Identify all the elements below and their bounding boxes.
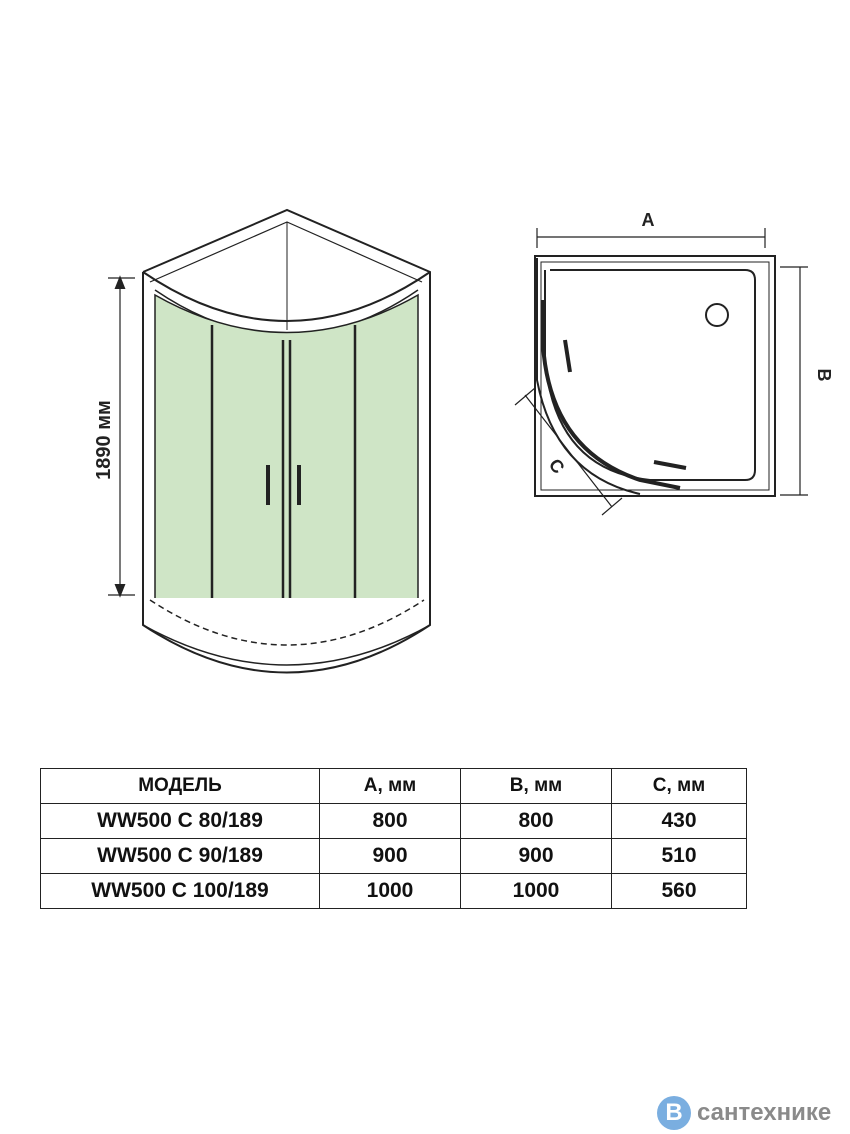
shower-plan xyxy=(514,228,808,516)
shower-perspective xyxy=(108,208,431,674)
dimensions-table: МОДЕЛЬ A, мм B, мм C, мм WW500 C 80/189 … xyxy=(40,768,747,909)
cell-c: 560 xyxy=(611,873,747,909)
cell-c: 510 xyxy=(611,838,747,874)
cell-a: 900 xyxy=(319,838,461,874)
header-b: B, мм xyxy=(460,768,612,804)
cell-model: WW500 C 100/189 xyxy=(40,873,320,909)
table-row: WW500 C 90/189 900 900 510 xyxy=(40,838,747,874)
cell-a: 800 xyxy=(319,803,461,839)
logo-text: сантехнике xyxy=(697,1099,832,1126)
header-a: A, мм xyxy=(319,768,461,804)
height-label: 1890 мм xyxy=(93,400,115,480)
watermark-logo: В сантехнике xyxy=(657,1096,831,1130)
header-model: МОДЕЛЬ xyxy=(40,768,320,804)
table-row: WW500 C 100/189 1000 1000 560 xyxy=(40,873,747,909)
dim-a-label: A xyxy=(642,210,655,230)
cell-b: 900 xyxy=(460,838,612,874)
cell-a: 1000 xyxy=(319,873,461,909)
table-row: WW500 C 80/189 800 800 430 xyxy=(40,803,747,839)
cell-c: 430 xyxy=(611,803,747,839)
cell-b: 800 xyxy=(460,803,612,839)
table-header-row: МОДЕЛЬ A, мм B, мм C, мм xyxy=(40,768,747,804)
cell-model: WW500 C 90/189 xyxy=(40,838,320,874)
logo-badge-icon: В xyxy=(657,1096,691,1130)
cell-model: WW500 C 80/189 xyxy=(40,803,320,839)
dim-c-label: C xyxy=(545,455,569,478)
dim-b-label: B xyxy=(814,369,834,382)
header-c: C, мм xyxy=(611,768,747,804)
cell-b: 1000 xyxy=(460,873,612,909)
